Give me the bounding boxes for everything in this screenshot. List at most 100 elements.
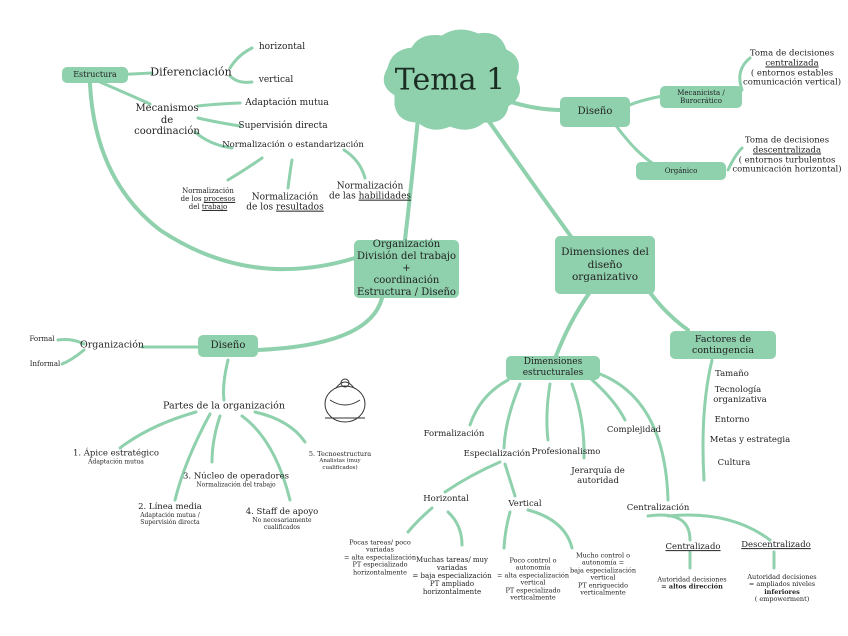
connector-formalizacion (468, 378, 510, 427)
formalizacion-label: Formalización (423, 429, 485, 440)
cent-desc-line-1: Autoridad decisiones (657, 575, 727, 584)
mecanicista-line-1: Mecanicista / (677, 88, 725, 97)
desc-desc-line-4: ( empowerment) (754, 595, 810, 604)
mec-desc-line-3: ( entornos estables (750, 68, 834, 78)
center-line-1: Organización (372, 239, 441, 250)
factores-box: Factores de contingencia (670, 331, 776, 359)
factores-line-2: contingencia (692, 345, 754, 356)
staff-line-3: cualificados (263, 523, 301, 531)
connector-especializacion (502, 382, 522, 450)
connector-informal (60, 348, 86, 366)
supervision-label: Supervisión directa (238, 120, 328, 131)
organization-drawing-icon (324, 378, 366, 423)
connector-h-pocas (406, 506, 434, 534)
dimensiones-box: Dimensiones del diseño organizativo (555, 236, 655, 294)
factor-tecnologia: Tecnología (714, 385, 762, 396)
connector-profesionalismo (545, 382, 552, 442)
connector-complejidad (588, 376, 627, 422)
norm-procesos-line-1: Normalización (182, 186, 234, 195)
connector-normalizacion (193, 130, 234, 150)
staff-label: 4. Staff de apoyo No necesariamente cual… (246, 507, 319, 532)
dimensiones-line-3: organizativo (571, 271, 639, 284)
diferenciacion-label: Diferenciación (150, 65, 232, 79)
organizacion-label: Organización (79, 339, 145, 351)
connector-v-poco (502, 510, 512, 550)
staff-line-2: No necesariamente (252, 516, 312, 524)
connector-center-estructura (88, 82, 357, 272)
centralizado-label: Centralizado (665, 542, 721, 553)
h-pocas-line-4: PT especializado (352, 560, 408, 569)
v-poco-desc: Poco control o autonomía = alta especial… (497, 556, 569, 603)
v-mucho-line-3: baja especialización (569, 566, 637, 575)
diseno-left-box: Diseño (198, 335, 258, 357)
estructurales-line-1: Dimensiones (523, 357, 583, 368)
connector-descentralizado (666, 513, 772, 542)
tecno-line-3: cualificados) (322, 464, 358, 471)
org-desc-line-1: Toma de decisiones (744, 135, 830, 146)
v-mucho-desc: Mucho control o autonomía = baja especia… (569, 552, 637, 598)
desc-desc-line-1: Autoridad decisiones (747, 573, 817, 582)
centralizacion-label: Centralización (626, 503, 690, 514)
v-mucho-line-2: autonomía = (581, 559, 625, 568)
factor-tamano: Tamaño (715, 369, 749, 380)
horizontal-label: horizontal (258, 41, 306, 52)
descentralizado-u: Descentralizado (741, 540, 811, 551)
mec-desc-line-4: comunicación vertical) (742, 77, 842, 88)
norm-resultados-line-1: Normalización (251, 192, 319, 203)
apice-label: 1. Ápice estratégico Adaptación mutua (73, 449, 159, 467)
connector-factores-list (701, 358, 714, 482)
formal-label: Formal (29, 334, 55, 343)
h-pocas-line-3: = alta especialización (343, 553, 417, 562)
center-line-2: División del trabajo + (357, 251, 456, 274)
h-pocas-line-2: variadas (366, 545, 394, 554)
descentralizado-label: Descentralizado (741, 540, 811, 551)
centralizado-desc: Autoridad decisiones = altos dirección (657, 575, 727, 592)
connector-tecno (253, 410, 307, 444)
h-pocas-line-1: Pocas tareas/ poco (349, 538, 411, 547)
connector-nucleo (210, 414, 222, 464)
v-poco-line-2: autonomía (515, 564, 551, 573)
h-pocas-line-5: horizontalmente (352, 568, 408, 577)
h-muchas-line-1: Muchas tareas/ muy (415, 555, 489, 564)
nucleo-line-1: 3. Núcleo de operadores (183, 471, 289, 482)
linea-label: 2. Línea media Adaptación mutua / Superv… (138, 502, 202, 527)
dimensiones-line-1: Dimensiones del (561, 246, 649, 259)
mec-desc-u: centralizada (765, 58, 819, 69)
h-muchas-line-4: PT ampliado (429, 580, 475, 589)
desc-desc-line-2: = ampliados niveles (748, 580, 816, 589)
organico-desc: Toma de decisiones descentralizada ( ent… (732, 136, 841, 175)
mecanismos-line-1: Mecanismos (135, 102, 199, 114)
diseno-right-box: Diseño (560, 97, 630, 127)
norm-habilidades-line-2: de las habilidades (329, 192, 411, 202)
norm-habilidades-line-1: Normalización (336, 181, 404, 192)
v-mucho-line-4: vertical (590, 574, 616, 582)
mecanicista-box: Mecanicista / Burocrático (660, 86, 742, 108)
h-pocas-desc: Pocas tareas/ poco variadas = alta espec… (343, 538, 417, 577)
estructurales-line-2: estructurales (522, 368, 584, 378)
norm-resultados-u: resultados (276, 203, 324, 213)
centralizado-u: Centralizado (665, 542, 721, 553)
factores-line-1: Factores de (694, 333, 752, 345)
org-desc-line-2: descentralizada (732, 145, 841, 156)
connector-v-mucho (526, 508, 574, 550)
mecanicista-line-2: Burocrático (680, 97, 722, 105)
connector-esp-vertical (503, 462, 517, 498)
org-desc-u: descentralizada (752, 145, 822, 156)
complejidad-label: Complejidad (606, 425, 662, 436)
jerarquia-label: Jerarquía de autoridad (571, 466, 625, 487)
tecno-line-2: Analistas (muy (319, 458, 361, 465)
norm-habilidades-label: Normalización de las habilidades (329, 182, 411, 203)
connector-linea (173, 412, 212, 502)
v-poco-line-5: PT especializado (505, 586, 561, 595)
connector-horizontal (228, 46, 254, 70)
cent-desc-line-2: = altos dirección (661, 583, 723, 591)
mecanicista-desc: Toma de decisiones centralizada ( entorn… (743, 49, 841, 88)
connector-adaptacion (196, 101, 242, 108)
esp-vertical-label: Vertical (508, 499, 542, 510)
norm-resultados-label: Normalización de los resultados (246, 193, 323, 214)
title-cloud (383, 29, 521, 130)
norm-resultados-pre: de los (246, 203, 277, 213)
v-poco-line-1: Poco control o (509, 556, 557, 565)
norm-resultados-line-2: de los resultados (246, 203, 323, 213)
esp-horizontal-label: Horizontal (423, 494, 469, 505)
